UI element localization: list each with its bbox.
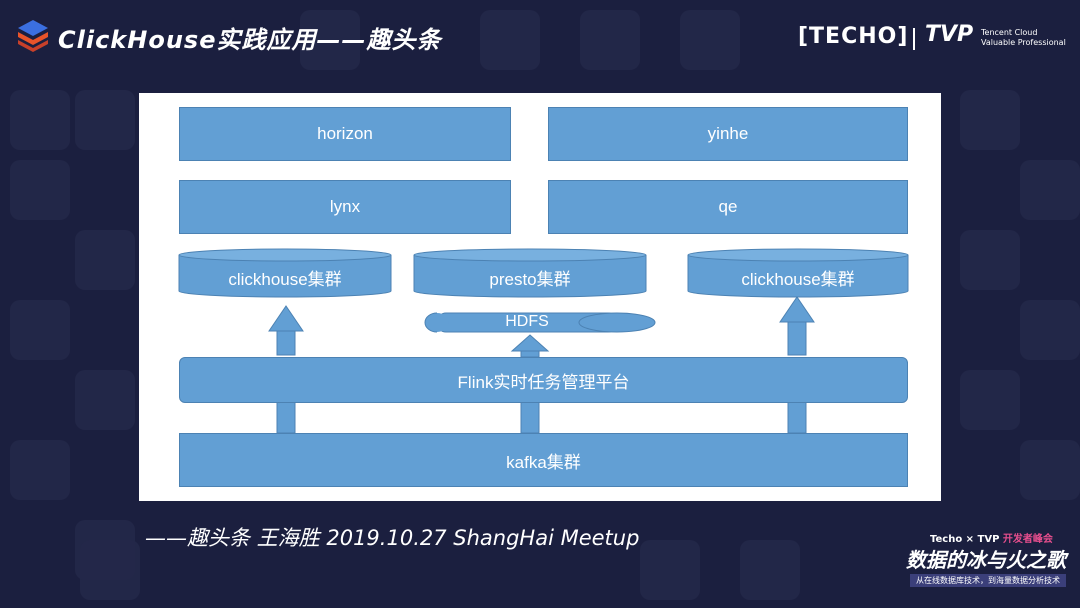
background-tile [10, 90, 70, 150]
background-tile [75, 90, 135, 150]
tencent-cloud-text: Tencent Cloud Valuable Professional [981, 28, 1066, 48]
background-tile [740, 540, 800, 600]
background-tile [75, 370, 135, 430]
box-yinhe: yinhe [548, 107, 908, 161]
background-tile [960, 370, 1020, 430]
diagram-shapes [178, 248, 909, 434]
header: ClickHouse实践应用——趣头条 [TECHO] TVP Tencent … [0, 0, 1080, 80]
event-top-accent: 开发者峰会 [1002, 534, 1053, 545]
page-title: ClickHouse实践应用——趣头条 [58, 26, 442, 54]
label-presto: presto集群 [489, 270, 571, 289]
box-flink: Flink实时任务管理平台 [179, 357, 908, 403]
clickhouse-layers-icon [18, 20, 48, 52]
label-clickhouse-left: clickhouse集群 [228, 270, 342, 289]
label-clickhouse-right: clickhouse集群 [741, 270, 855, 289]
background-tile [1020, 160, 1080, 220]
arrow-left [268, 305, 304, 434]
background-tile [1020, 440, 1080, 500]
brand-divider [913, 28, 915, 50]
label-hdfs: HDFS [505, 313, 549, 330]
background-tile [680, 10, 740, 70]
tvp-logo: TVP [925, 22, 974, 47]
cylinder-clickhouse-right [687, 248, 909, 298]
background-tile [80, 540, 140, 600]
box-kafka: kafka集群 [179, 433, 908, 487]
box-horizon: horizon [179, 107, 511, 161]
cylinder-clickhouse-left [178, 248, 392, 298]
architecture-diagram: horizon yinhe lynx qe clickhouse集群 prest… [139, 93, 941, 501]
box-lynx: lynx [179, 180, 511, 234]
event-top-left: Techo × TVP [930, 534, 1000, 545]
caption: ——趣头条 王海胜 2019.10.27 ShangHai Meetup [145, 526, 640, 550]
techo-logo: [TECHO] [798, 24, 909, 49]
background-tile [640, 540, 700, 600]
background-tile [300, 10, 360, 70]
event-top: Techo × TVP 开发者峰会 [930, 530, 1053, 545]
background-tile [580, 10, 640, 70]
background-tile [10, 160, 70, 220]
background-tile [10, 300, 70, 360]
background-tile [480, 10, 540, 70]
cylinder-presto [413, 248, 647, 298]
event-subtitle: 从在线数据库技术，到海量数据分析技术 [910, 574, 1066, 587]
tencent-cloud-line1: Tencent Cloud [981, 28, 1038, 37]
tencent-cloud-line2: Valuable Professional [981, 38, 1066, 47]
event-badge: Techo × TVP 开发者峰会 数据的冰与火之歌 从在线数据库技术，到海量数… [900, 530, 1070, 592]
box-qe: qe [548, 180, 908, 234]
event-title: 数据的冰与火之歌 [906, 548, 1066, 572]
background-tile [75, 230, 135, 290]
background-tile [10, 440, 70, 500]
background-tile [1020, 300, 1080, 360]
background-tile [960, 90, 1020, 150]
cylinder-hdfs [424, 312, 656, 333]
background-tile [960, 230, 1020, 290]
